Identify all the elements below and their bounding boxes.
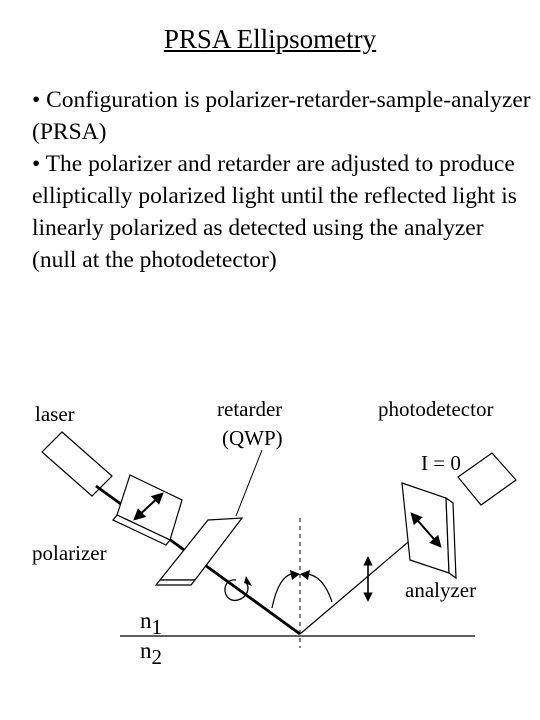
elliptical-arrow-icon [244,576,252,586]
elliptical-polarization-icon [224,579,249,601]
angle-of-incidence-arc [271,573,299,609]
n1-subscript: 1 [152,615,163,639]
retarder-qwp-label: (QWP) [222,426,283,450]
n2-letter: n [140,638,152,663]
retarder-label: retarder [217,397,282,421]
arc-arrow-right-icon [300,570,310,580]
arc-arrow-left-icon [290,570,300,580]
laser-label: laser [35,402,75,426]
photodetector-label: photodetector [378,397,493,421]
laser-source [41,431,113,497]
analyzer-element [401,482,457,580]
n1-letter: n [140,608,152,633]
polarizer-label: polarizer [32,541,107,565]
n2-label: n2 [140,638,162,669]
polarizer-element [112,474,183,546]
n2-subscript: 2 [152,645,163,669]
bullet-list: • Configuration is polarizer-retarder-sa… [32,84,532,276]
slide-title: PRSA Ellipsometry [163,24,377,54]
photodetector-box [457,452,517,506]
retarder-pointer-line [235,449,263,517]
n1-label: n1 [140,608,162,639]
retarder-qwp-element [154,517,244,586]
intensity-null-label: I = 0 [421,451,461,475]
bullet-configuration: • Configuration is polarizer-retarder-sa… [32,87,531,145]
bullet-null-procedure: • The polarizer and retarder are adjuste… [32,151,517,273]
analyzer-label: analyzer [405,578,476,602]
